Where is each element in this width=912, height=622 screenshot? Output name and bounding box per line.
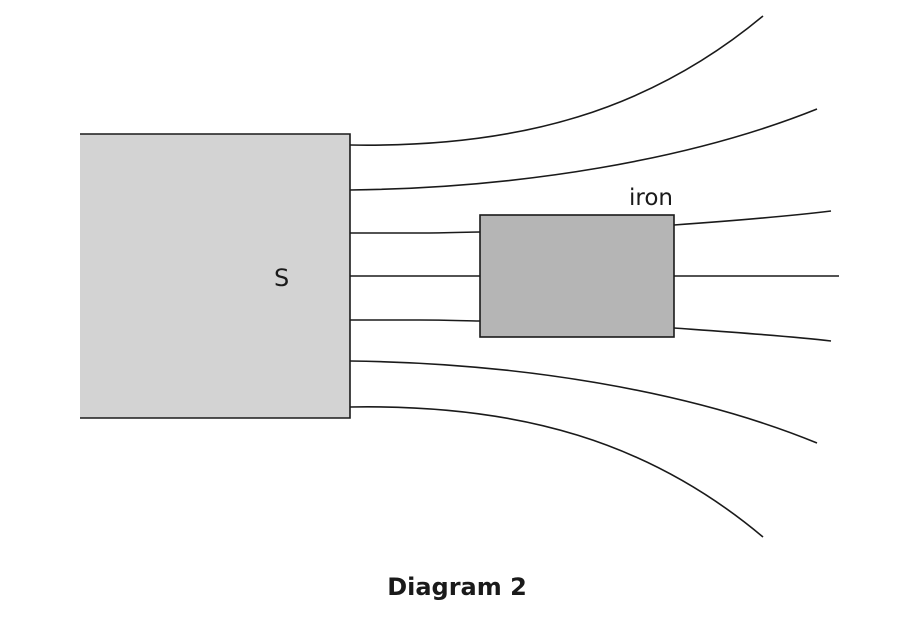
field-line-bottom-outer (349, 406, 764, 538)
magnet-outline (80, 133, 351, 419)
field-line-to-iron-top (350, 231, 481, 234)
field-line-bottom-inner (349, 360, 818, 444)
magnet-south-pole (80, 134, 350, 418)
iron-label: iron (629, 185, 673, 211)
field-line-top-inner (349, 108, 818, 191)
field-line-from-iron-top (673, 210, 832, 226)
field-line-top-outer (349, 15, 764, 146)
diagram-caption: Diagram 2 (387, 573, 527, 601)
field-line-from-iron-bottom (673, 327, 832, 342)
field-line-to-iron-bottom (350, 319, 481, 322)
iron-block (479, 214, 675, 338)
pole-label: S (274, 264, 289, 292)
